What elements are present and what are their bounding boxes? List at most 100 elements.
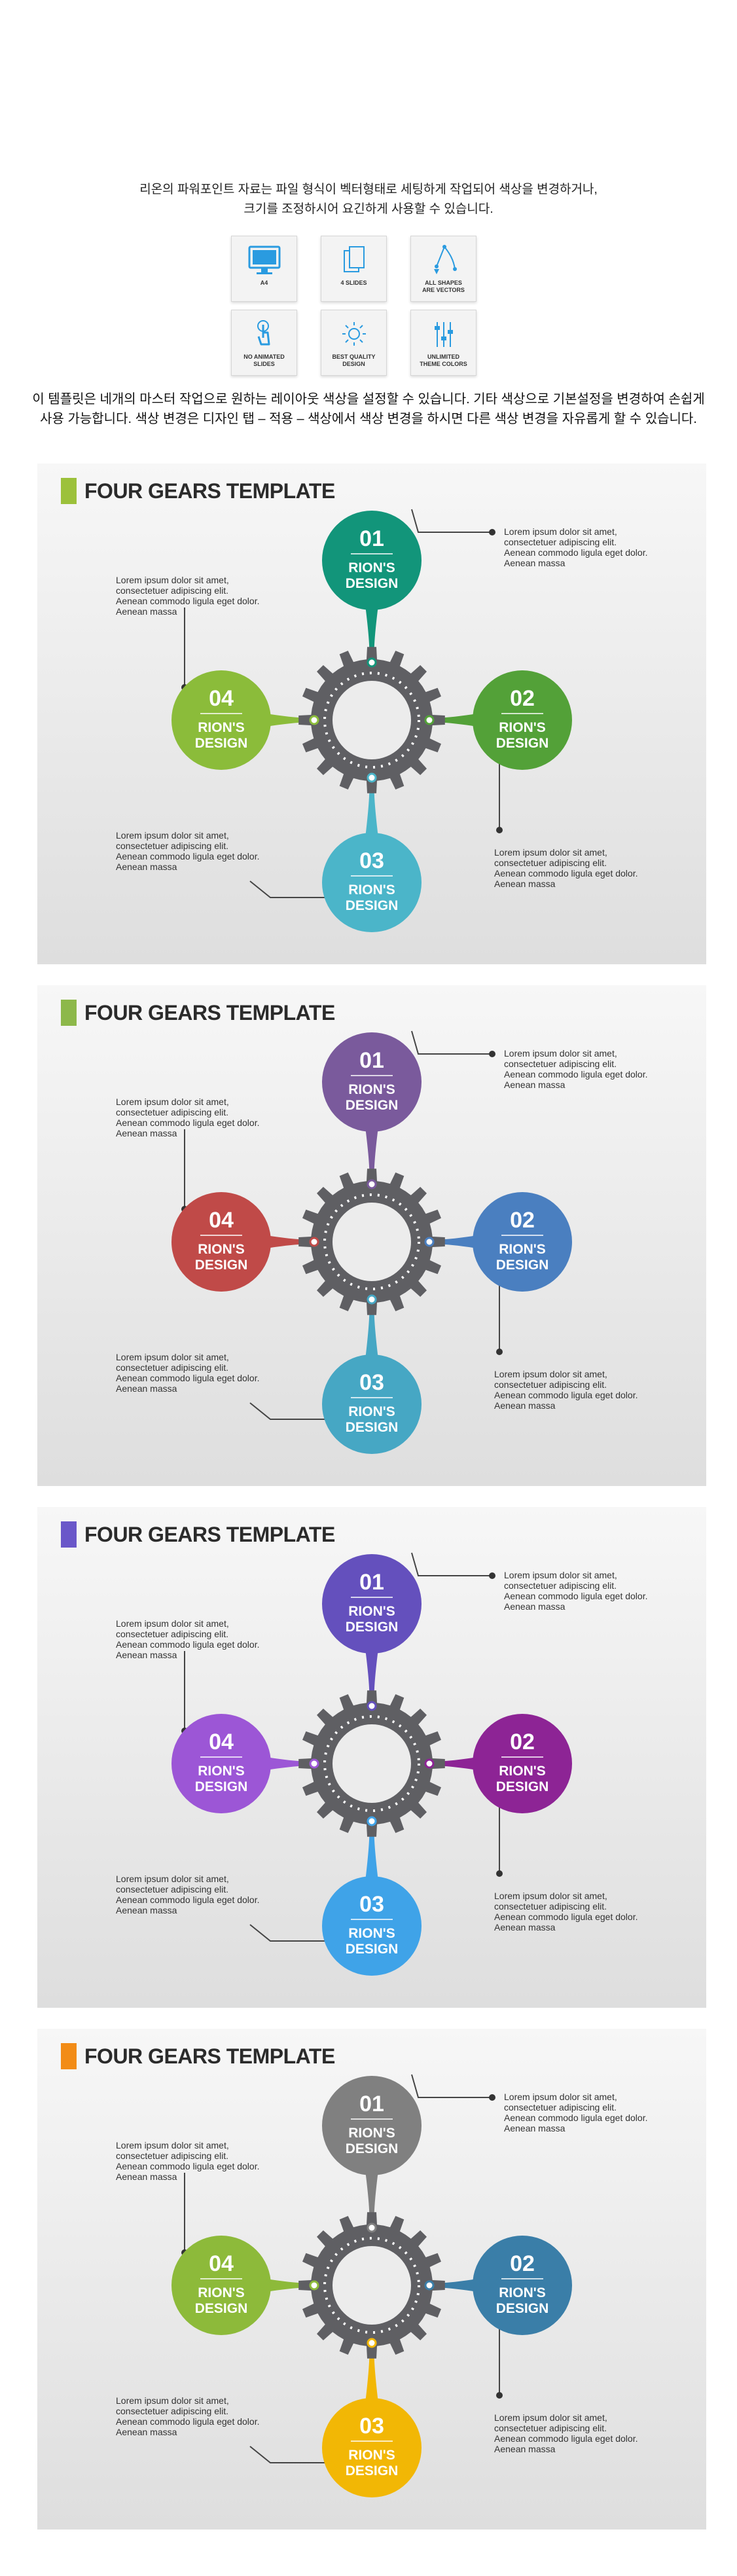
step-text-1: Lorem ipsum dolor sit amet, consectetuer… [504,2092,648,2133]
bubble-label: RION'S [348,1604,395,1619]
bubble-number: 03 [359,1370,384,1395]
bubble-circle [473,1714,572,1813]
gear-joint-dot [367,772,377,783]
bubble-label: DESIGN [195,1258,248,1273]
bubble-label: RION'S [499,1764,546,1779]
gear-joint-dot [309,715,319,725]
template-description: 이 템플릿은 네개의 마스터 작업으로 원하는 레이아웃 색상을 설정할 수 있… [0,390,737,429]
bubble-stem [365,1648,378,1701]
bubble-number: 02 [510,1208,535,1233]
gear-joint-dot [424,715,435,725]
gear-dotted-ring [323,2237,420,2334]
bubble-stem [434,2279,478,2292]
feature-vectors: ALL SHAPES ARE VECTORS [410,236,476,302]
slides-icon [343,246,365,272]
feature-quality: BEST QUALITY DESIGN [321,310,387,376]
gear-joint-dot [309,1758,319,1769]
feature-a4: A4 [231,236,297,302]
bubble-circle [473,670,572,770]
bubble-circle [171,670,271,770]
slide-title-text: FOUR GEARS TEMPLATE [84,1000,335,1025]
title-accent-bar [61,1000,77,1026]
feature-label: A4 [260,280,268,286]
gear-joint-dot [367,657,377,668]
slide-title: FOUR GEARS TEMPLATE [61,2043,335,2069]
vector-pen-icon [433,245,457,274]
connector-dot [496,1870,503,1877]
bubble-number: 01 [359,2092,384,2116]
connector-dot [489,1051,495,1057]
gear-center [333,2246,411,2325]
bubble-label: RION'S [198,1242,245,1257]
feature-label: ALL SHAPES ARE VECTORS [422,280,465,293]
bubble-circle [171,2236,271,2335]
connector-dot [496,2392,503,2399]
step-text-2: Lorem ipsum dolor sit amet, consectetuer… [494,2412,638,2454]
step-text-1: Lorem ipsum dolor sit amet, consectetuer… [504,1048,648,1090]
bubble-label: RION'S [348,1082,395,1097]
gear-dotted-ring [323,1715,420,1812]
step-text-3: Lorem ipsum dolor sit amet, consectetuer… [116,1874,260,1915]
description-line-1: 이 템플릿은 네개의 마스터 작업으로 원하는 레이아웃 색상을 설정할 수 있… [32,392,705,407]
bubble-number: 04 [209,686,234,711]
gear-joint-dot [367,2222,377,2233]
monitor-icon [248,245,280,274]
bubble-number: 04 [209,1208,234,1233]
connector-line [249,1924,336,1942]
bubble-number: 01 [359,526,384,551]
step-text-4: Lorem ipsum dolor sit amet, consectetuer… [116,1097,260,1138]
bubble-number: 01 [359,1570,384,1595]
bubble-label: DESIGN [346,2141,399,2156]
feature-theme-colors: UNLIMITED THEME COLORS [410,310,476,376]
title-accent-bar [61,1521,77,1548]
bubble-stem [365,1304,378,1360]
step-text-3: Lorem ipsum dolor sit amet, consectetuer… [116,2395,260,2437]
bubble-stem [365,2348,378,2403]
gear-joint-dot [367,1816,377,1826]
feature-slides: 4 SLIDES [321,236,387,302]
step-text-2: Lorem ipsum dolor sit amet, consectetuer… [494,1891,638,1932]
bubble-label: RION'S [348,882,395,898]
bubble-number: 02 [510,686,535,711]
bubble-stem [365,2170,378,2223]
gear-center [333,1203,411,1281]
sliders-icon [434,322,453,347]
gear-center [333,681,411,759]
slide-title: FOUR GEARS TEMPLATE [61,478,335,504]
bubble-label: DESIGN [496,736,549,751]
bubble-stem [365,1826,378,1881]
bubble-label: RION'S [499,1242,546,1257]
connector-line [249,880,336,898]
bubble-circle [322,1876,422,1976]
intro-text: 리온의 파워포인트 자료는 파일 형식이 벡터형태로 세팅하게 작업되어 색상을… [0,180,737,219]
feature-label: UNLIMITED THEME COLORS [420,354,467,367]
gear-joint-dot [309,1237,319,1247]
bubble-stem [365,605,378,658]
bubble-label: RION'S [348,2126,395,2141]
bubble-label: DESIGN [346,576,399,591]
bubble-label: DESIGN [346,1620,399,1635]
bubble-label: DESIGN [346,1420,399,1435]
gear-joint-dot [424,1237,435,1247]
feature-label: BEST QUALITY DESIGN [332,354,376,367]
gear-joint-dot [424,2280,435,2291]
bubble-number: 02 [510,1730,535,1754]
bubble-label: RION'S [198,720,245,735]
bubble-label: RION'S [348,1926,395,1941]
step-text-2: Lorem ipsum dolor sit amet, consectetuer… [494,847,638,889]
connector-dot [489,529,495,535]
gear-joint-dot [367,2338,377,2348]
step-text-4: Lorem ipsum dolor sit amet, consectetuer… [116,2140,260,2182]
connector-dot [489,1572,495,1579]
bubble-label: RION'S [348,1404,395,1419]
